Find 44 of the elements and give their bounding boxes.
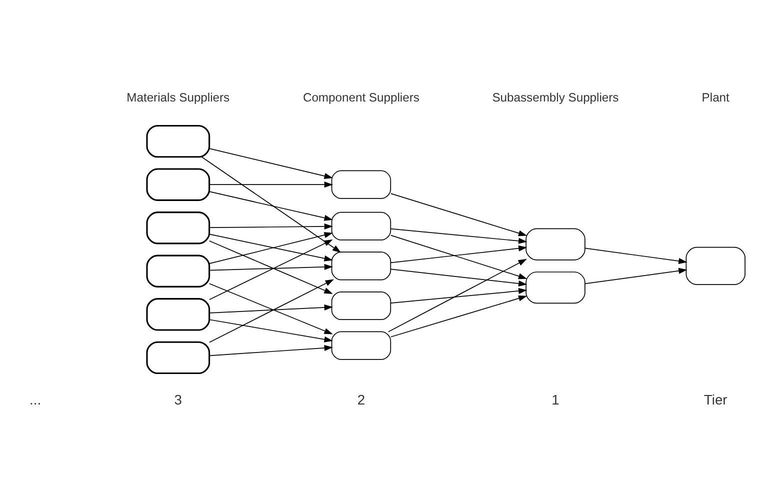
node-box xyxy=(146,124,210,158)
arrow xyxy=(208,148,333,179)
arrow xyxy=(208,304,333,314)
arrow xyxy=(390,295,528,338)
node-box xyxy=(331,170,392,199)
arrow xyxy=(208,279,334,343)
arrow xyxy=(390,193,528,236)
arrow xyxy=(584,268,688,284)
node-box xyxy=(526,228,586,260)
arrow xyxy=(390,234,528,280)
label: Plant xyxy=(702,90,730,104)
label: Tier xyxy=(704,391,728,408)
label: 3 xyxy=(174,391,182,408)
arrow xyxy=(390,288,528,304)
node-box xyxy=(331,212,392,240)
node-box xyxy=(146,254,210,288)
node-box xyxy=(686,246,746,285)
label: ... xyxy=(30,391,42,408)
node-box xyxy=(146,168,210,201)
arrow xyxy=(584,248,688,264)
arrow xyxy=(390,228,528,244)
node-box xyxy=(331,252,392,280)
arrow xyxy=(388,258,527,332)
node-box xyxy=(331,331,392,360)
arrow xyxy=(390,268,528,287)
label: Subassembly Suppliers xyxy=(492,90,619,104)
label: 1 xyxy=(552,391,560,408)
node-box xyxy=(146,298,210,331)
arrow xyxy=(208,182,333,188)
arrow xyxy=(208,283,333,334)
arrow xyxy=(208,223,333,230)
label: Materials Suppliers xyxy=(126,90,230,104)
arrow xyxy=(202,156,342,253)
arrow xyxy=(208,344,333,356)
arrow xyxy=(208,319,333,342)
arrow xyxy=(208,191,333,221)
node-box xyxy=(331,291,392,320)
arrow xyxy=(390,245,528,264)
node-box xyxy=(146,341,210,374)
node-box xyxy=(146,212,210,244)
arrow xyxy=(208,264,333,271)
label: 2 xyxy=(357,391,366,408)
node-box xyxy=(526,272,586,304)
label: Component Suppliers xyxy=(302,90,420,104)
